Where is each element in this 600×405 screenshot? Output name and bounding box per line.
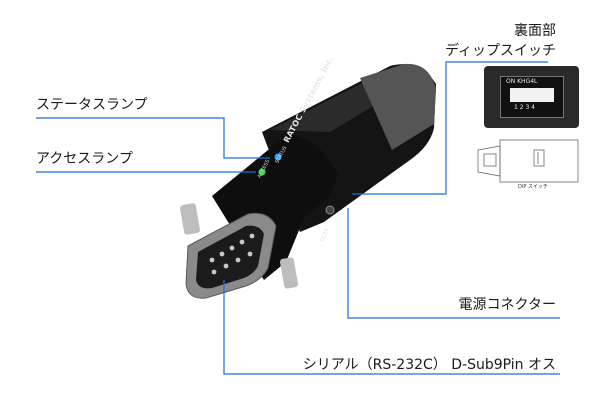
serial-port-label: シリアル（RS-232C） D-Sub9Pin オス <box>302 357 556 373</box>
diagram-caption: DIP スイッチ <box>518 184 548 190</box>
dip-switch-photo: ON KHG4L 1 2 3 4 <box>484 66 579 128</box>
rear-title-line2: ディップスイッチ <box>444 43 556 59</box>
rear-diagram <box>477 139 579 183</box>
dip-numbers-text: 1 2 3 4 <box>514 104 535 111</box>
callout-lines <box>36 61 560 375</box>
status-led <box>274 153 282 161</box>
rear-title-line1: 裏面部 <box>514 23 556 39</box>
access-led <box>258 168 266 176</box>
dip-on-text: ON KHG4L <box>506 78 538 85</box>
status-lamp-label: ステータスランプ <box>36 97 148 113</box>
access-lamp-label: アクセスランプ <box>36 151 133 167</box>
adapter-device <box>179 63 436 299</box>
power-connector-label: 電源コネクター <box>458 297 556 313</box>
